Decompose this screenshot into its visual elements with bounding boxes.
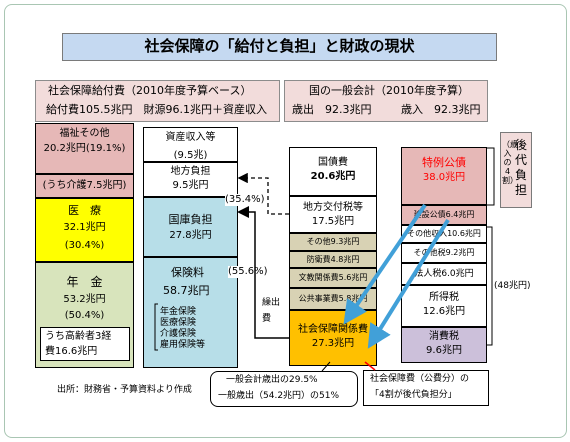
- welfare-value: 20.2兆円(19.1%): [43, 143, 126, 154]
- header-right-revenue: 歳入 92.3兆円: [401, 103, 481, 116]
- local-allocation-dashed-arrow: [237, 172, 289, 215]
- ratio-callout: [210, 371, 358, 407]
- future-burden-box: [500, 132, 532, 208]
- transfer-label-2: 費: [262, 314, 272, 324]
- corporate-tax-block: [401, 263, 487, 285]
- welfare-block: [35, 123, 134, 174]
- elderly-note-box: [40, 327, 130, 361]
- welfare-label: 福祉その他: [59, 128, 110, 139]
- future-burden-bracket: [487, 147, 495, 206]
- local-burden-value: 9.5兆円: [172, 180, 209, 191]
- future-burden-sub: （歳入の4割）: [502, 140, 518, 185]
- pension-percent: (50.4%): [64, 310, 105, 321]
- header-right-box: [284, 80, 488, 122]
- share-line-1: 社会保障費（公費分）の: [370, 374, 470, 384]
- future-burden-label: 後代負担: [514, 138, 527, 197]
- assets-label: 資産収入等: [165, 132, 216, 143]
- transfer-arrow: [237, 206, 289, 339]
- income-tax-label: 所得税: [429, 292, 459, 303]
- header-left-line2: 給付費105.5兆円 財源96.1兆円＋資産収入: [46, 103, 267, 116]
- corporate-tax-label: 法人税6.0兆円: [414, 269, 474, 279]
- special-bond-arrow: [343, 203, 427, 325]
- education-label: 文教関係費5.6兆円: [298, 273, 368, 282]
- header-right-line1: 国の一般会計（2010年度予算）: [309, 84, 469, 97]
- pension-value: 53.2兆円: [63, 294, 106, 305]
- consumption-tax-value: 9.6兆円: [426, 345, 462, 356]
- medical-label: 医 療: [68, 204, 101, 217]
- ratio-callout-pointer: [321, 361, 331, 372]
- header-left-box: [35, 80, 280, 122]
- local-allocation-value: 17.5兆円: [311, 216, 355, 227]
- other-expense-label: その他9.3兆円: [306, 237, 360, 246]
- ratio-line-2: 一般歳出（54.2兆円）の51%: [218, 391, 340, 401]
- insurance-block: [143, 257, 238, 368]
- share-line-2: 「4割が後代負担分」: [370, 390, 457, 400]
- special-bond-block: [401, 147, 487, 205]
- insurance-type-4: 雇用保険等: [160, 340, 206, 350]
- other-tax-label: その他税9.2兆円: [413, 248, 475, 257]
- medical-percent: (30.4%): [64, 240, 105, 251]
- header-left-line1: 社会保障給付費（2010年度予算ベース）: [48, 84, 252, 97]
- insurance-type-3: 介護保険: [160, 329, 197, 339]
- other-expense-block: [289, 233, 377, 251]
- other-income-label: その他収入10.6兆円: [407, 229, 481, 238]
- national-burden-block: [143, 197, 238, 257]
- national-burden-label: 国庫負担: [168, 213, 213, 226]
- local-burden-block: [143, 162, 238, 197]
- tax-bracket: [487, 226, 493, 346]
- defense-label: 防衛費4.8兆円: [306, 255, 360, 264]
- defense-block: [289, 251, 377, 268]
- title-box: [62, 33, 497, 61]
- social-security-label: 社会保障関係費: [298, 324, 368, 335]
- construction-bond-label: 建設公債6.4兆円: [413, 210, 475, 219]
- header-right-expenditure: 歳出 92.3兆円: [292, 103, 372, 116]
- care-label: (うち介護7.5兆円): [42, 180, 127, 191]
- insurance-bracket: [154, 303, 158, 351]
- national-burden-percent: (35.4%): [225, 194, 265, 206]
- social-security-value: 27.3兆円: [311, 338, 355, 349]
- special-bond-label: 特例公債: [422, 156, 466, 169]
- assets-value: (9.5兆): [173, 150, 208, 161]
- insurance-label: 保険料: [171, 266, 204, 279]
- local-allocation-block: [289, 196, 377, 233]
- special-bond-value: 38.0兆円: [422, 172, 466, 183]
- elderly-note-line1: うち高齢者3経: [45, 331, 112, 342]
- diagram-title: 社会保障の「給付と負担」と財政の現状: [144, 37, 415, 55]
- ratio-line-1: 一般会計歳出の29.5%: [226, 375, 318, 385]
- local-allocation-label: 地方交付税等: [303, 202, 363, 213]
- medical-value: 32.1兆円: [63, 222, 106, 233]
- debt-service-value: 20.6兆円: [310, 171, 356, 182]
- insurance-percent: (55.6%): [228, 266, 268, 278]
- assets-block: [143, 127, 238, 162]
- consumption-tax-block: [401, 327, 487, 363]
- care-block: [35, 174, 134, 198]
- source-note: 出所：財務省・予算資料より作成: [57, 385, 192, 395]
- insurance-type-2: 医療保険: [160, 318, 197, 328]
- income-tax-block: [401, 285, 487, 327]
- insurance-type-1: 年金保険: [160, 307, 197, 317]
- local-burden-label: 地方負担: [170, 166, 211, 177]
- national-burden-value: 27.8兆円: [169, 230, 212, 241]
- public-works-label: 公共事業費5.8兆円: [298, 294, 368, 303]
- tax-total-label: (48兆円): [494, 281, 531, 291]
- medical-block: [35, 198, 134, 262]
- elderly-note-line2: 費16.6兆円: [45, 346, 98, 357]
- share-callout: [363, 370, 489, 406]
- share-callout-pointer: [364, 361, 376, 371]
- transfer-label-1: 繰出: [262, 298, 281, 308]
- debt-service-block: [289, 147, 377, 196]
- construction-bond-arrow: [367, 218, 450, 349]
- debt-service-label: 国債費: [318, 157, 348, 168]
- income-tax-value: 12.6兆円: [422, 306, 466, 317]
- insurance-value: 58.7兆円: [163, 284, 210, 297]
- pension-label: 年 金: [66, 275, 103, 289]
- consumption-tax-label: 消費税: [429, 331, 459, 342]
